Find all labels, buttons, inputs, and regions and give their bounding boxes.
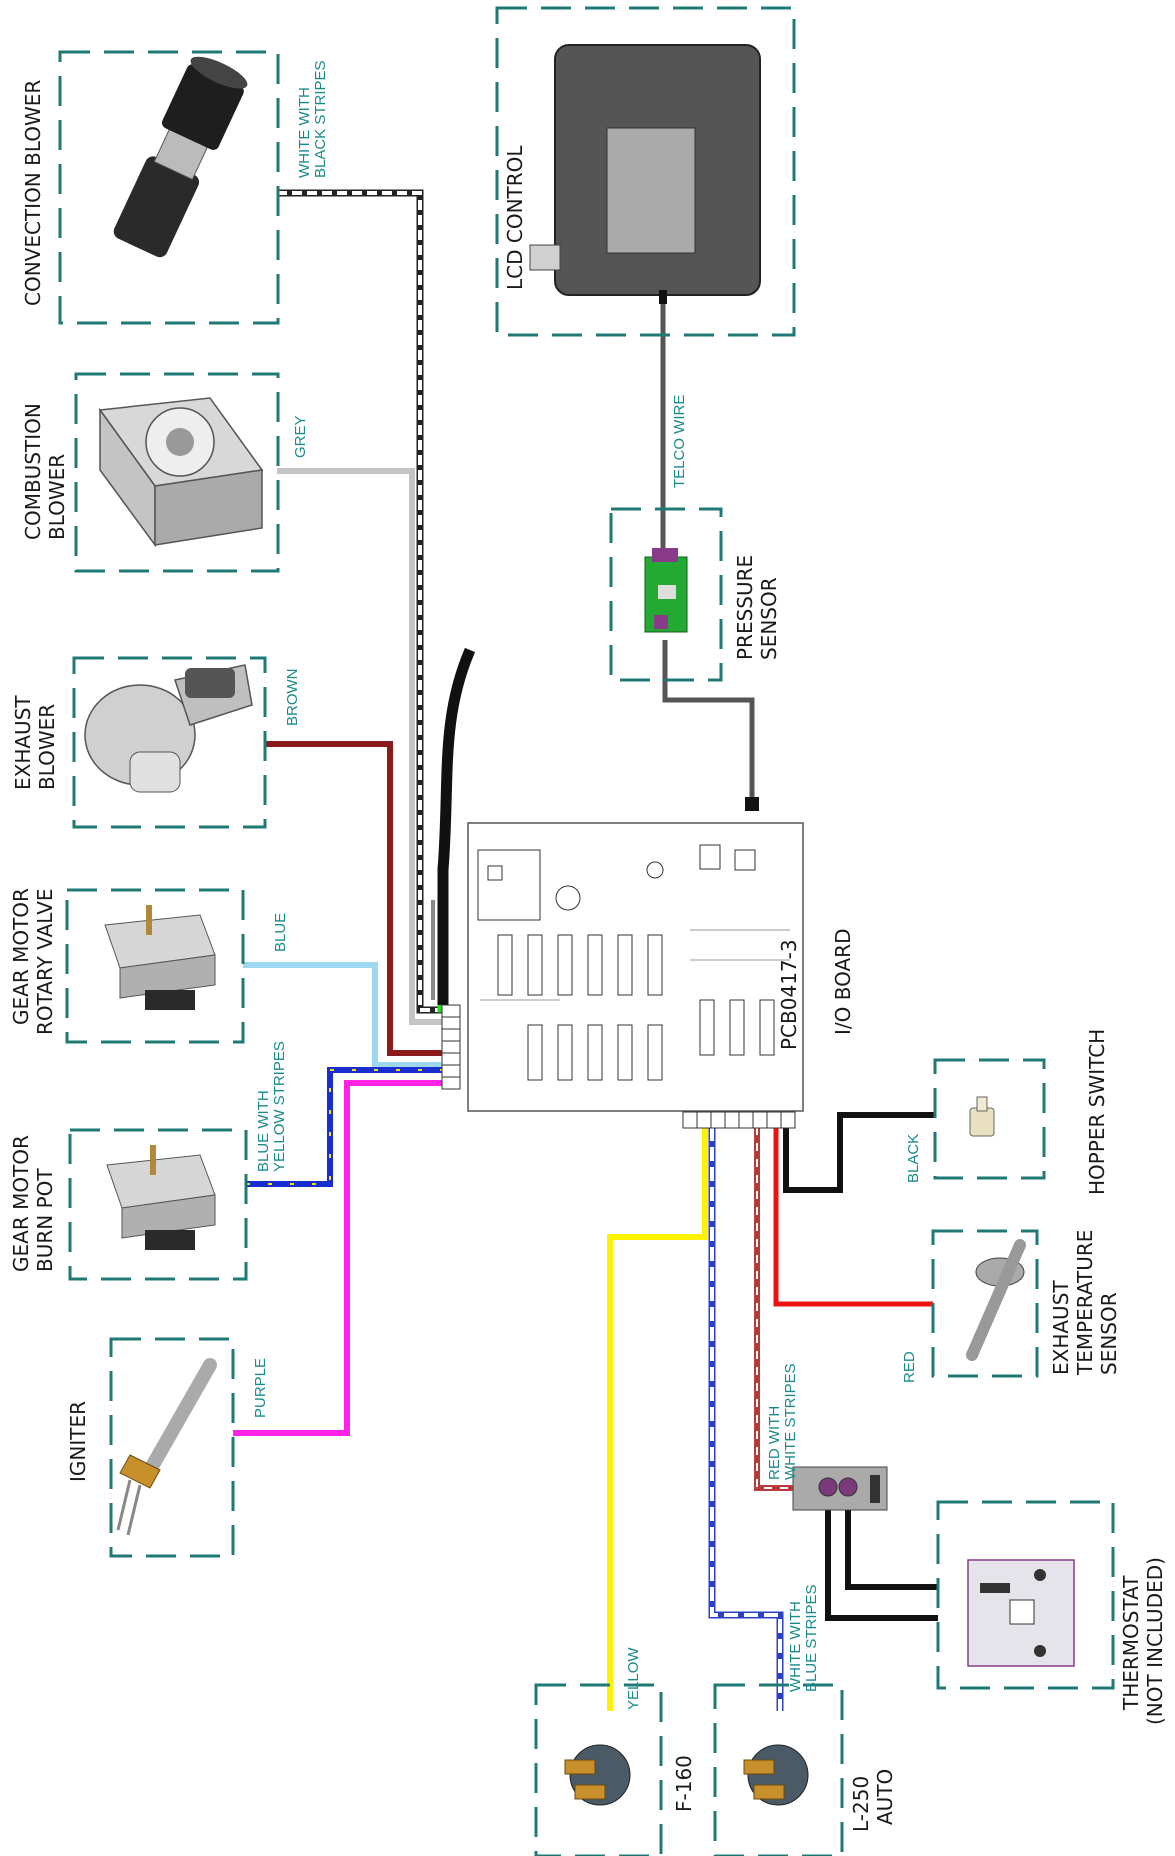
grey-label: GREY	[292, 415, 309, 458]
blue-label: BLUE	[272, 913, 289, 952]
left-terminal-connector	[441, 1004, 461, 1090]
lcd-control-label: LCD CONTROL	[503, 145, 527, 290]
telco-label: TELCO WIRE	[671, 395, 688, 488]
driver-row	[527, 999, 775, 1081]
hopper-switch-label: HOPPER SWITCH	[1085, 1029, 1109, 1195]
frame-l250	[713, 1683, 844, 1856]
frame-exhaust-temp	[931, 1229, 1039, 1378]
wire-red	[773, 1127, 933, 1307]
gear-burn-label-1: GEAR MOTOR	[9, 1135, 33, 1272]
hopper-switch-image	[969, 1096, 995, 1137]
relay-row	[497, 934, 663, 996]
pressure-sensor-image	[644, 548, 688, 633]
pressure-sensor-label-2: SENSOR	[757, 577, 781, 660]
power-cord	[437, 647, 476, 1005]
component-labels: CONVECTION BLOWER COMBUSTION BLOWER EXHA…	[9, 80, 1167, 1832]
frame-f160	[534, 1683, 663, 1856]
white-black-label-2: BLACK STRIPES	[312, 60, 329, 178]
wire-red-white-stripes-inner	[756, 1127, 793, 1489]
wire-blue	[243, 962, 444, 1068]
frame-exhaust-blower	[72, 656, 267, 829]
wire-white-blue-stripes-inner	[710, 1127, 782, 1711]
frame-convection-blower	[58, 50, 280, 325]
rotary-valve-motor-image	[104, 905, 216, 1010]
gear-rotary-label-2: ROTARY VALVE	[33, 888, 57, 1035]
wire-telco-lower	[662, 640, 755, 805]
wire-thermostat-1	[825, 1505, 938, 1621]
exhaust-temp-label-2: TEMPERATURE	[1073, 1230, 1097, 1376]
lcd-control-image	[529, 44, 761, 304]
telco-plug	[745, 797, 759, 811]
red-white-label-1: RED WITH	[766, 1406, 783, 1480]
wire-black	[783, 1112, 935, 1193]
frame-lcd-control	[495, 6, 796, 337]
frame-igniter	[109, 1337, 235, 1558]
l250-label-1: L-250	[849, 1776, 873, 1832]
wire-white-black-stripes	[277, 189, 444, 1014]
frame-thermostat	[936, 1500, 1115, 1690]
combustion-blower-label-1: COMBUSTION	[21, 403, 45, 540]
exhaust-temp-label-3: SENSOR	[1097, 1292, 1121, 1375]
terminal-block-image	[792, 1466, 888, 1511]
frame-burn-pot	[68, 1128, 248, 1281]
white-black-label-1: WHITE WITH	[296, 87, 313, 178]
exhaust-blower-label-1: EXHAUST	[11, 695, 35, 790]
black-label: BLACK	[905, 1134, 922, 1183]
wire-labels: WHITE WITH BLACK STRIPES GREY BROWN BLUE…	[252, 60, 922, 1710]
exhaust-blower-label-2: BLOWER	[35, 704, 59, 790]
thermostat-image	[967, 1559, 1075, 1667]
f160-snap-disc-image	[564, 1744, 631, 1806]
frame-combustion-blower	[74, 372, 280, 573]
wire-brown	[265, 741, 444, 1056]
blue-yellow-label-2: YELLOW STRIPES	[271, 1041, 288, 1172]
thermostat-label-2: (NOT INCLUDED)	[1143, 1557, 1167, 1725]
blue-yellow-label-1: BLUE WITH	[255, 1090, 272, 1172]
bottom-terminal-connector	[682, 1111, 796, 1129]
combustion-blower-label-2: BLOWER	[45, 454, 69, 540]
burn-pot-motor-image	[106, 1145, 216, 1250]
convection-blower-label: CONVECTION BLOWER	[21, 80, 45, 306]
board-part-label: PCB0417-3	[777, 939, 801, 1050]
exhaust-temp-sensor-image	[966, 1239, 1026, 1361]
combustion-blower-image	[98, 397, 264, 548]
purple-label: PURPLE	[252, 1358, 269, 1418]
wire-grey	[277, 468, 444, 1025]
wire-purple	[233, 1080, 444, 1436]
exhaust-temp-label-1: EXHAUST	[1049, 1280, 1073, 1375]
l250-snap-disc-image	[743, 1744, 809, 1806]
io-board: PCB0417-3	[441, 822, 804, 1129]
yellow-label: YELLOW	[625, 1647, 642, 1710]
exhaust-blower-image	[84, 664, 253, 793]
component-frames	[58, 6, 1115, 1856]
gear-burn-label-2: BURN POT	[33, 1168, 57, 1272]
wire-yellow	[607, 1127, 708, 1711]
io-board-label: I/O BOARD	[831, 929, 855, 1035]
wire-blue-yellow-stripes	[246, 1067, 444, 1187]
wires	[233, 189, 938, 1711]
igniter-image	[116, 1358, 217, 1536]
red-white-label-2: WHITE STRIPES	[782, 1363, 799, 1480]
thermostat-label-1: THERMOSTAT	[1119, 1575, 1143, 1711]
red-label: RED	[901, 1351, 918, 1383]
gear-rotary-label-1: GEAR MOTOR	[9, 888, 33, 1025]
wire-thermostat-2	[845, 1505, 938, 1590]
white-blue-label-2: BLUE STRIPES	[803, 1584, 820, 1692]
pressure-sensor-label-1: PRESSURE	[733, 555, 757, 660]
igniter-label: IGNITER	[66, 1401, 90, 1482]
frame-rotary-valve	[65, 888, 245, 1044]
f160-label: F-160	[672, 1755, 696, 1812]
brown-label: BROWN	[284, 669, 301, 727]
frame-pressure-sensor	[609, 507, 723, 682]
convection-blower-image	[113, 56, 248, 258]
frame-hopper-switch	[933, 1058, 1046, 1180]
l250-label-2: AUTO	[873, 1769, 897, 1825]
white-blue-label-1: WHITE WITH	[787, 1601, 804, 1692]
